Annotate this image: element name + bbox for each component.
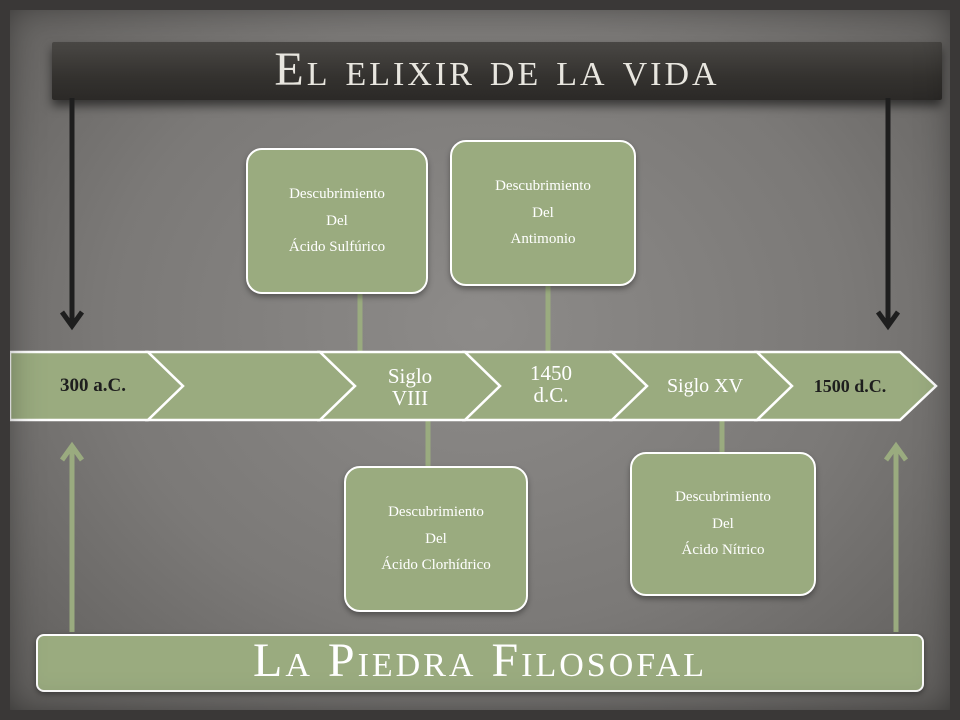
event-card-sulfurico: Descubrimiento Del Ácido Sulfúrico: [246, 148, 428, 294]
event-card-line3: Antimonio: [510, 231, 576, 248]
bottom-banner: [36, 634, 924, 692]
event-card-line1: Descubrimiento: [289, 186, 385, 203]
timeline-label-2: [190, 356, 315, 416]
chevron-6: [753, 350, 938, 422]
event-card-nitrico: Descubrimiento Del Ácido Nítrico: [630, 452, 816, 596]
event-card-line2: Del: [712, 515, 734, 532]
up-arrow-left-icon: [59, 441, 85, 632]
event-card-antimonio: Descubrimiento Del Antimonio: [450, 140, 636, 286]
event-card-clorhidrico: Descubrimiento Del Ácido Clorhídrico: [344, 466, 528, 612]
top-title: El elixir de la vida: [274, 43, 720, 96]
timeline-label-1: 300 a.C.: [60, 375, 126, 397]
bottom-title: La Piedra Filosofal: [253, 634, 707, 687]
event-card-line1: Descubrimiento: [495, 178, 591, 195]
down-arrow-right-icon: [875, 98, 901, 331]
event-card-line3: Ácido Sulfúrico: [288, 239, 386, 256]
top-banner: [52, 42, 942, 100]
timeline-label-4: 1450 d.C.: [530, 360, 572, 407]
event-card-line1: Descubrimiento: [675, 489, 771, 506]
event-card-line2: Del: [425, 530, 447, 547]
event-card-line3: Ácido Clorhídrico: [381, 557, 491, 574]
down-arrow-left-icon: [59, 98, 85, 331]
event-card-line3: Ácido Nítrico: [681, 542, 765, 559]
timeline-label-6: 1500 d.C.: [813, 375, 887, 396]
timeline-label-3: Siglo VIII: [387, 363, 433, 410]
event-card-line2: Del: [532, 204, 554, 221]
up-arrow-right-icon: [883, 441, 909, 632]
event-card-line1: Descubrimiento: [388, 504, 484, 521]
event-card-line2: Del: [326, 212, 348, 229]
timeline-label-5: Siglo XV: [666, 374, 744, 397]
